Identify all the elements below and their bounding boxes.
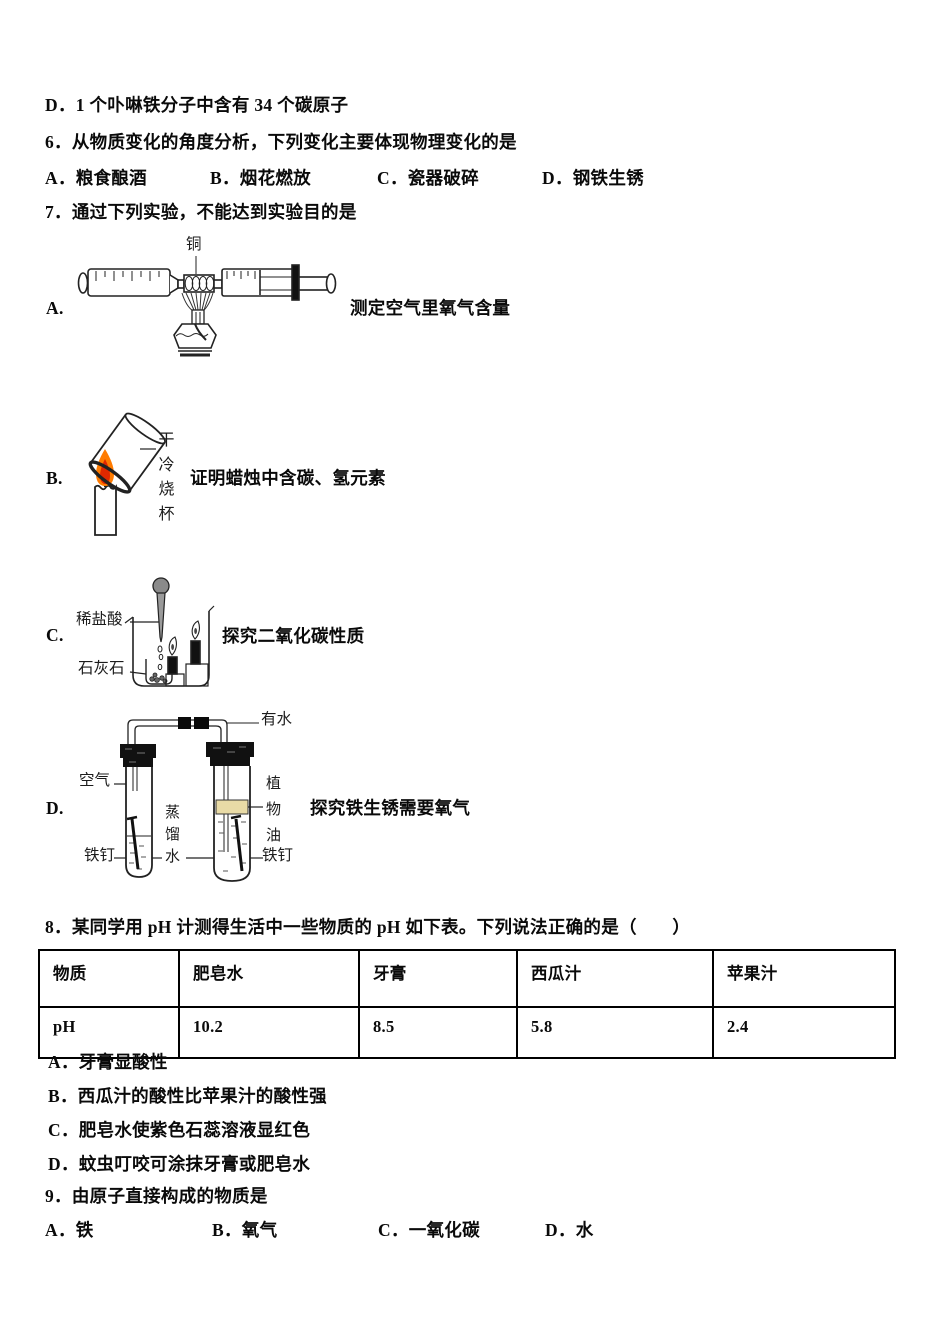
experiment-d-rust-diagram [114, 717, 263, 882]
iron-nail-left [126, 815, 138, 821]
ph-row-label: pH [38, 1006, 180, 1059]
tall-candle [190, 640, 201, 665]
experiment-a-syringes-diagram [77, 256, 337, 357]
copper-label: 铜 [186, 236, 202, 253]
experiment-d-caption: 探究铁生锈需要氧气 [310, 798, 471, 818]
limestone-cup [145, 659, 173, 685]
q6-option-b: B．烟花燃放 [210, 168, 311, 188]
q9-option-d: D．水 [545, 1220, 594, 1240]
q6-option-d: D．钢铁生锈 [542, 168, 644, 188]
question-6-stem: 6．从物质变化的角度分析，下列变化主要体现物理变化的是 [45, 132, 517, 152]
q9-option-b: B．氧气 [212, 1220, 278, 1240]
iron-nail-left-label: 铁钉 [84, 847, 116, 864]
vegetable-oil-layer [215, 799, 249, 815]
q6-option-c: C．瓷器破碎 [377, 168, 479, 188]
dilute-acid-label: 稀盐酸 [76, 611, 123, 628]
header-toothpaste: 牙膏 [358, 949, 518, 1008]
distilled-water-label: 蒸馏水 [164, 805, 180, 865]
question-8-stem: 8．某同学用 pH 计测得生活中一些物质的 pH 如下表。下列说法正确的是（ ） [45, 917, 691, 937]
ph-table-header-row: 物质 肥皂水 牙膏 西瓜汁 苹果汁 [38, 949, 896, 1008]
right-test-tube [206, 742, 254, 882]
experiment-d-key: D. [46, 798, 64, 818]
question-9-stem: 9．由原子直接构成的物质是 [45, 1186, 268, 1206]
header-watermelon-juice: 西瓜汁 [516, 949, 714, 1008]
alcohol-lamp [173, 309, 217, 357]
left-test-tube [120, 744, 156, 878]
ph-table-value-row: pH 10.2 8.5 5.8 2.4 [38, 1006, 896, 1059]
experiment-a-key: A. [46, 298, 64, 318]
question-7-stem: 7．通过下列实验，不能达到实验目的是 [45, 202, 357, 222]
plunger-flange [291, 264, 300, 301]
short-candle [167, 656, 178, 675]
q8-option-c: C．肥皂水使紫色石蕊溶液显红色 [48, 1120, 311, 1140]
q8-option-b: B．西瓜汁的酸性比苹果汁的酸性强 [48, 1086, 327, 1106]
q9-option-a: A．铁 [45, 1220, 94, 1240]
air-label: 空气 [79, 772, 111, 789]
tube-clip [178, 717, 191, 729]
limestone-label: 石灰石 [78, 660, 125, 677]
experiment-a-caption: 测定空气里氧气含量 [350, 298, 511, 318]
header-soap-water: 肥皂水 [178, 949, 360, 1008]
header-substance: 物质 [38, 949, 180, 1008]
iron-nail-right [230, 814, 242, 820]
flame-rays [181, 292, 214, 312]
experiment-b-caption: 证明蜡烛中含碳、氢元素 [190, 468, 386, 488]
ph-apple-juice: 2.4 [712, 1006, 896, 1059]
experiment-c-key: C. [46, 625, 64, 645]
ph-watermelon-juice: 5.8 [516, 1006, 714, 1059]
dry-cold-beaker [88, 412, 166, 494]
candle [94, 481, 117, 536]
q8-option-d: D．蚊虫叮咬可涂抹牙膏或肥皂水 [48, 1154, 311, 1174]
option-5d: D．1 个卟啉铁分子中含有 34 个碳原子 [45, 95, 349, 115]
has-water-label: 有水 [261, 711, 293, 728]
experiment-c-caption: 探究二氧化碳性质 [222, 626, 365, 646]
candle-flames [168, 620, 200, 656]
dry-cold-beaker-label: 干冷烧杯 [158, 432, 175, 523]
experiment-c-co2-diagram [124, 577, 215, 687]
q8-option-a: A．牙膏显酸性 [48, 1052, 168, 1072]
header-apple-juice: 苹果汁 [712, 949, 896, 1008]
experiment-b-candle-diagram [88, 412, 166, 536]
ph-toothpaste: 8.5 [358, 1006, 518, 1059]
dropper [152, 577, 170, 643]
vegetable-oil-label: 植物油 [265, 776, 281, 844]
iron-nail-right-label: 铁钉 [262, 847, 294, 864]
ph-table: 物质 肥皂水 牙膏 西瓜汁 苹果汁 pH 10.2 8.5 5.8 2.4 [38, 949, 896, 1059]
ph-soap-water: 10.2 [178, 1006, 360, 1059]
q9-option-c: C．一氧化碳 [378, 1220, 480, 1240]
q6-option-a: A．粮食酿酒 [45, 168, 147, 188]
experiment-b-key: B. [46, 468, 63, 488]
